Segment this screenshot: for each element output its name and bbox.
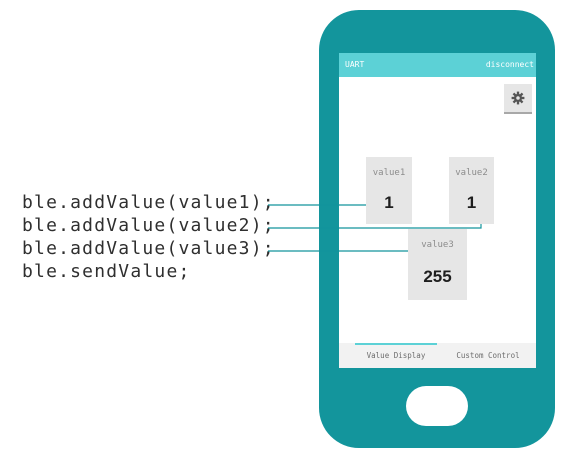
disconnect-link[interactable]: disconnect [485,60,534,69]
value-tile-value: 255 [423,267,452,286]
tab-bar: Value Display Custom Control [339,343,536,368]
code-line-1: ble.addValue(value1); [22,192,275,213]
active-tab-indicator [355,343,437,345]
app-bar: UART disconnect [339,53,536,77]
value-tile-3: value3 255 [408,229,467,300]
value-tile-label: value3 [421,240,454,250]
tab-custom-control[interactable]: Custom Control [456,351,520,360]
code-line-2: ble.addValue(value2); [22,215,275,236]
value-tile-2: value2 1 [449,157,494,224]
code-line-4: ble.sendValue; [22,261,191,282]
value-tile-label: value1 [372,168,406,178]
tab-value-display[interactable]: Value Display [366,351,426,360]
value-tile-value: 1 [466,193,477,212]
phone-screen: UART disconnect value1 1 value2 1 valu [339,53,536,368]
gear-icon [511,91,525,105]
value-tile-1: value1 1 [366,157,412,224]
app-title: UART [345,60,365,69]
settings-button[interactable] [504,84,532,114]
value-tile-label: value2 [455,168,488,178]
code-line-3: ble.addValue(value3); [22,238,275,259]
connector-value2 [268,224,482,229]
home-button[interactable] [406,386,468,426]
value-tile-value: 1 [384,193,394,212]
